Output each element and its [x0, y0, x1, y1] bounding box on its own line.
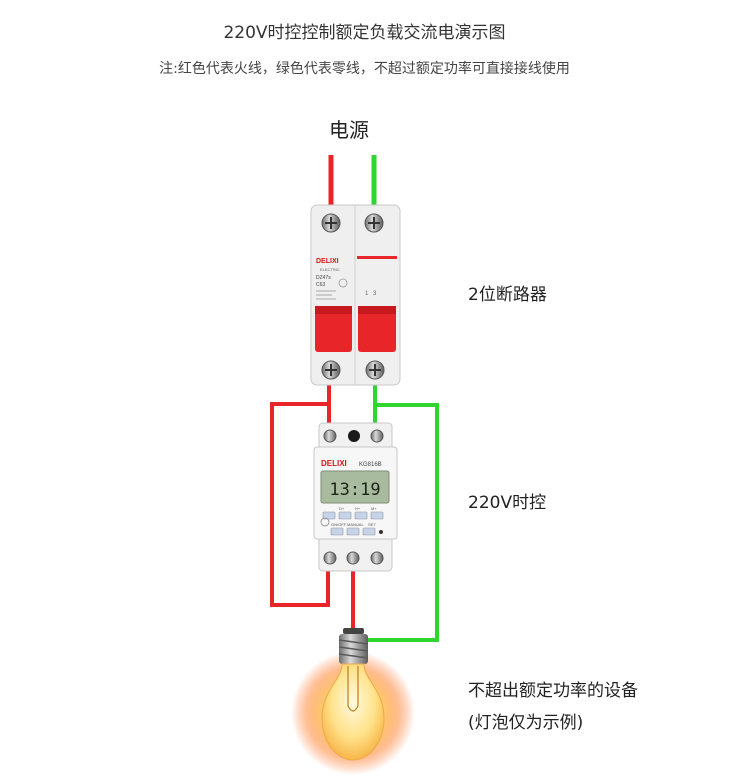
page-title: 220V时控控制额定负载交流电演示图 [223, 23, 506, 43]
timer-button[interactable] [346, 527, 360, 536]
device-note-label: (灯泡仅为示例) [468, 713, 584, 733]
screw-terminal-icon [323, 429, 337, 443]
breaker-handle [358, 306, 396, 352]
lcd-time-display: 13:19 [329, 480, 380, 500]
page-subtitle: 注:红色代表火线，绿色代表零线，不超过额定功率可直接接线使用 [159, 61, 570, 77]
breaker-pole-left: 1 [365, 291, 369, 297]
indicator-hole [348, 430, 360, 442]
timer-button[interactable] [322, 511, 336, 520]
time-switch: DELIXI KG816B 13:19 D+ H+ M+ ON/OFF MANU… [313, 422, 398, 572]
breaker-label: 2位断路器 [468, 285, 547, 305]
timer-button[interactable] [362, 527, 376, 536]
button-label-on-off: ON/OFF [331, 522, 347, 527]
device-label: 不超出额定功率的设备 [468, 681, 638, 701]
screw-terminal-icon [370, 429, 384, 443]
breaker-model: DZ47s [316, 275, 331, 281]
timer-button[interactable] [330, 527, 344, 536]
button-label-m-plus: M+ [371, 506, 377, 511]
timer-brand: DELIXI [321, 459, 347, 468]
screw-terminal-icon [323, 551, 337, 565]
breaker-pole-right: 3 [373, 291, 377, 297]
breaker-handle [315, 306, 352, 352]
light-bulb-icon [291, 628, 415, 775]
lcd-screen [320, 470, 390, 504]
timer-button[interactable] [338, 511, 352, 520]
timer-model: KG816B [359, 462, 382, 468]
screw-terminal-icon [346, 551, 360, 565]
reset-hole [379, 530, 383, 534]
circuit-breaker: DELIXI ELECTRIC DZ47s C63 1 3 [310, 204, 401, 386]
breaker-sub-brand: ELECTRIC [320, 267, 340, 272]
button-label-d-plus: D+ [339, 506, 345, 511]
timer-label: 220V时控 [468, 493, 547, 513]
screw-terminal-icon [370, 551, 384, 565]
breaker-brand: DELIXI [316, 258, 339, 265]
power-source-label: 电源 [329, 118, 369, 142]
button-label-manual: MANUAL [347, 522, 364, 527]
button-label-set: SET [368, 522, 376, 527]
button-label-h-plus: H+ [355, 506, 361, 511]
timer-button[interactable] [370, 511, 384, 520]
timer-button[interactable] [354, 511, 368, 520]
certification-mark [320, 517, 330, 527]
breaker-rating: C63 [316, 282, 325, 288]
